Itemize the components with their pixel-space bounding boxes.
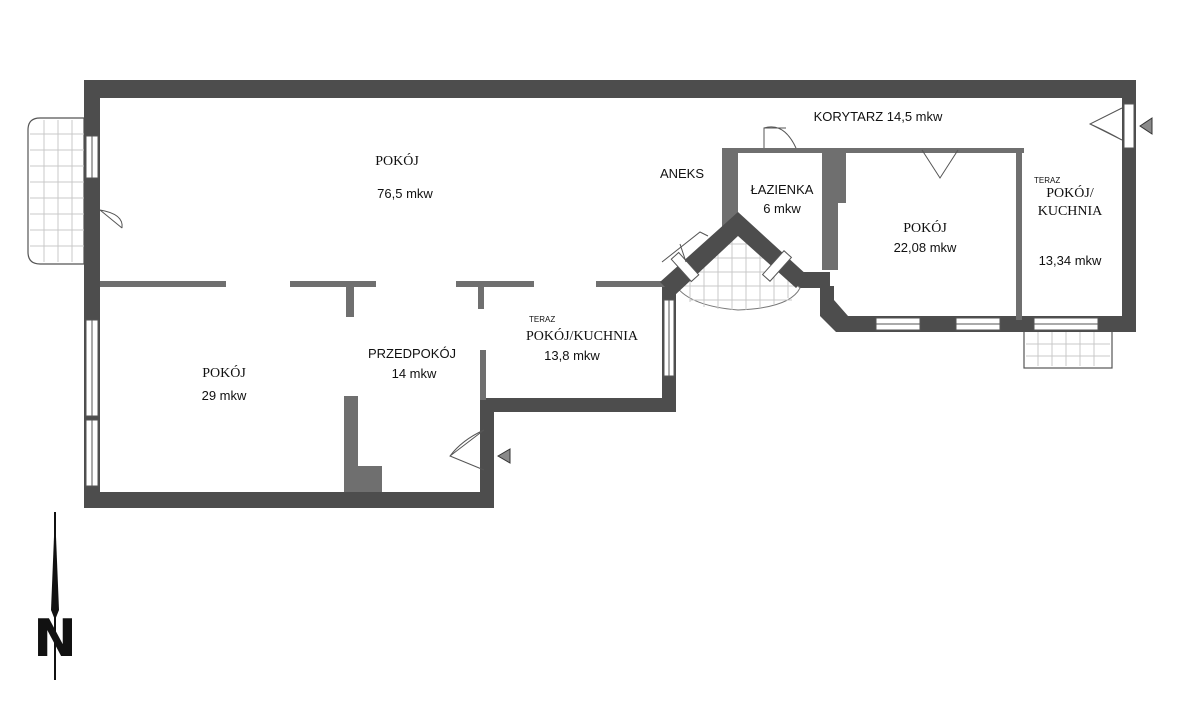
entrance-arrow-icon bbox=[1139, 117, 1153, 135]
interior-partitions bbox=[100, 148, 1024, 492]
balcony-right bbox=[1023, 329, 1113, 369]
room-name-aneks: ANEKS bbox=[660, 166, 704, 181]
room-area-pokoj-kuchnia-center: 13,8 mkw bbox=[544, 348, 600, 363]
room-name-lazienka: ŁAZIENKA bbox=[751, 182, 814, 197]
room-name-pokoj-large: POKÓJ bbox=[375, 152, 419, 169]
bay-tiled-area bbox=[660, 212, 808, 311]
room-area-pokoj-right: 22,08 mkw bbox=[894, 240, 957, 255]
room-note-pokoj-kuchnia-right: TERAZ bbox=[1034, 176, 1060, 185]
north-arrow-icon: N bbox=[33, 512, 77, 680]
room-area-pokoj-large: 76,5 mkw bbox=[377, 186, 433, 201]
room-area-pokoj-left: 29 mkw bbox=[202, 388, 247, 403]
room-name-pokoj-kuchnia-center: POKÓJ/KUCHNIA bbox=[526, 327, 639, 344]
entrance-arrow-icon bbox=[497, 448, 511, 464]
room-note-pokoj-kuchnia-center: TERAZ bbox=[529, 315, 555, 324]
room-area-pokoj-kuchnia-right: 13,34 mkw bbox=[1039, 253, 1102, 268]
doors bbox=[99, 107, 1123, 471]
room-name-pokoj-left: POKÓJ bbox=[202, 364, 246, 381]
room-area-lazienka: 6 mkw bbox=[763, 201, 801, 216]
room-name-pokoj-kuchnia-right-line2: KUCHNIA bbox=[1038, 204, 1103, 219]
room-name-pokoj-kuchnia-right-line1: POKÓJ/ bbox=[1046, 184, 1094, 201]
room-name-pokoj-right: POKÓJ bbox=[903, 219, 947, 236]
room-label-korytarz: KORYTARZ 14,5 mkw bbox=[814, 109, 943, 124]
exterior-walls bbox=[84, 80, 1136, 508]
north-label: N bbox=[33, 609, 77, 669]
balcony-left bbox=[27, 117, 85, 265]
room-area-przedpokoj: 14 mkw bbox=[392, 366, 437, 381]
windows bbox=[85, 103, 1135, 487]
room-name-przedpokoj: PRZEDPOKÓJ bbox=[368, 346, 456, 361]
